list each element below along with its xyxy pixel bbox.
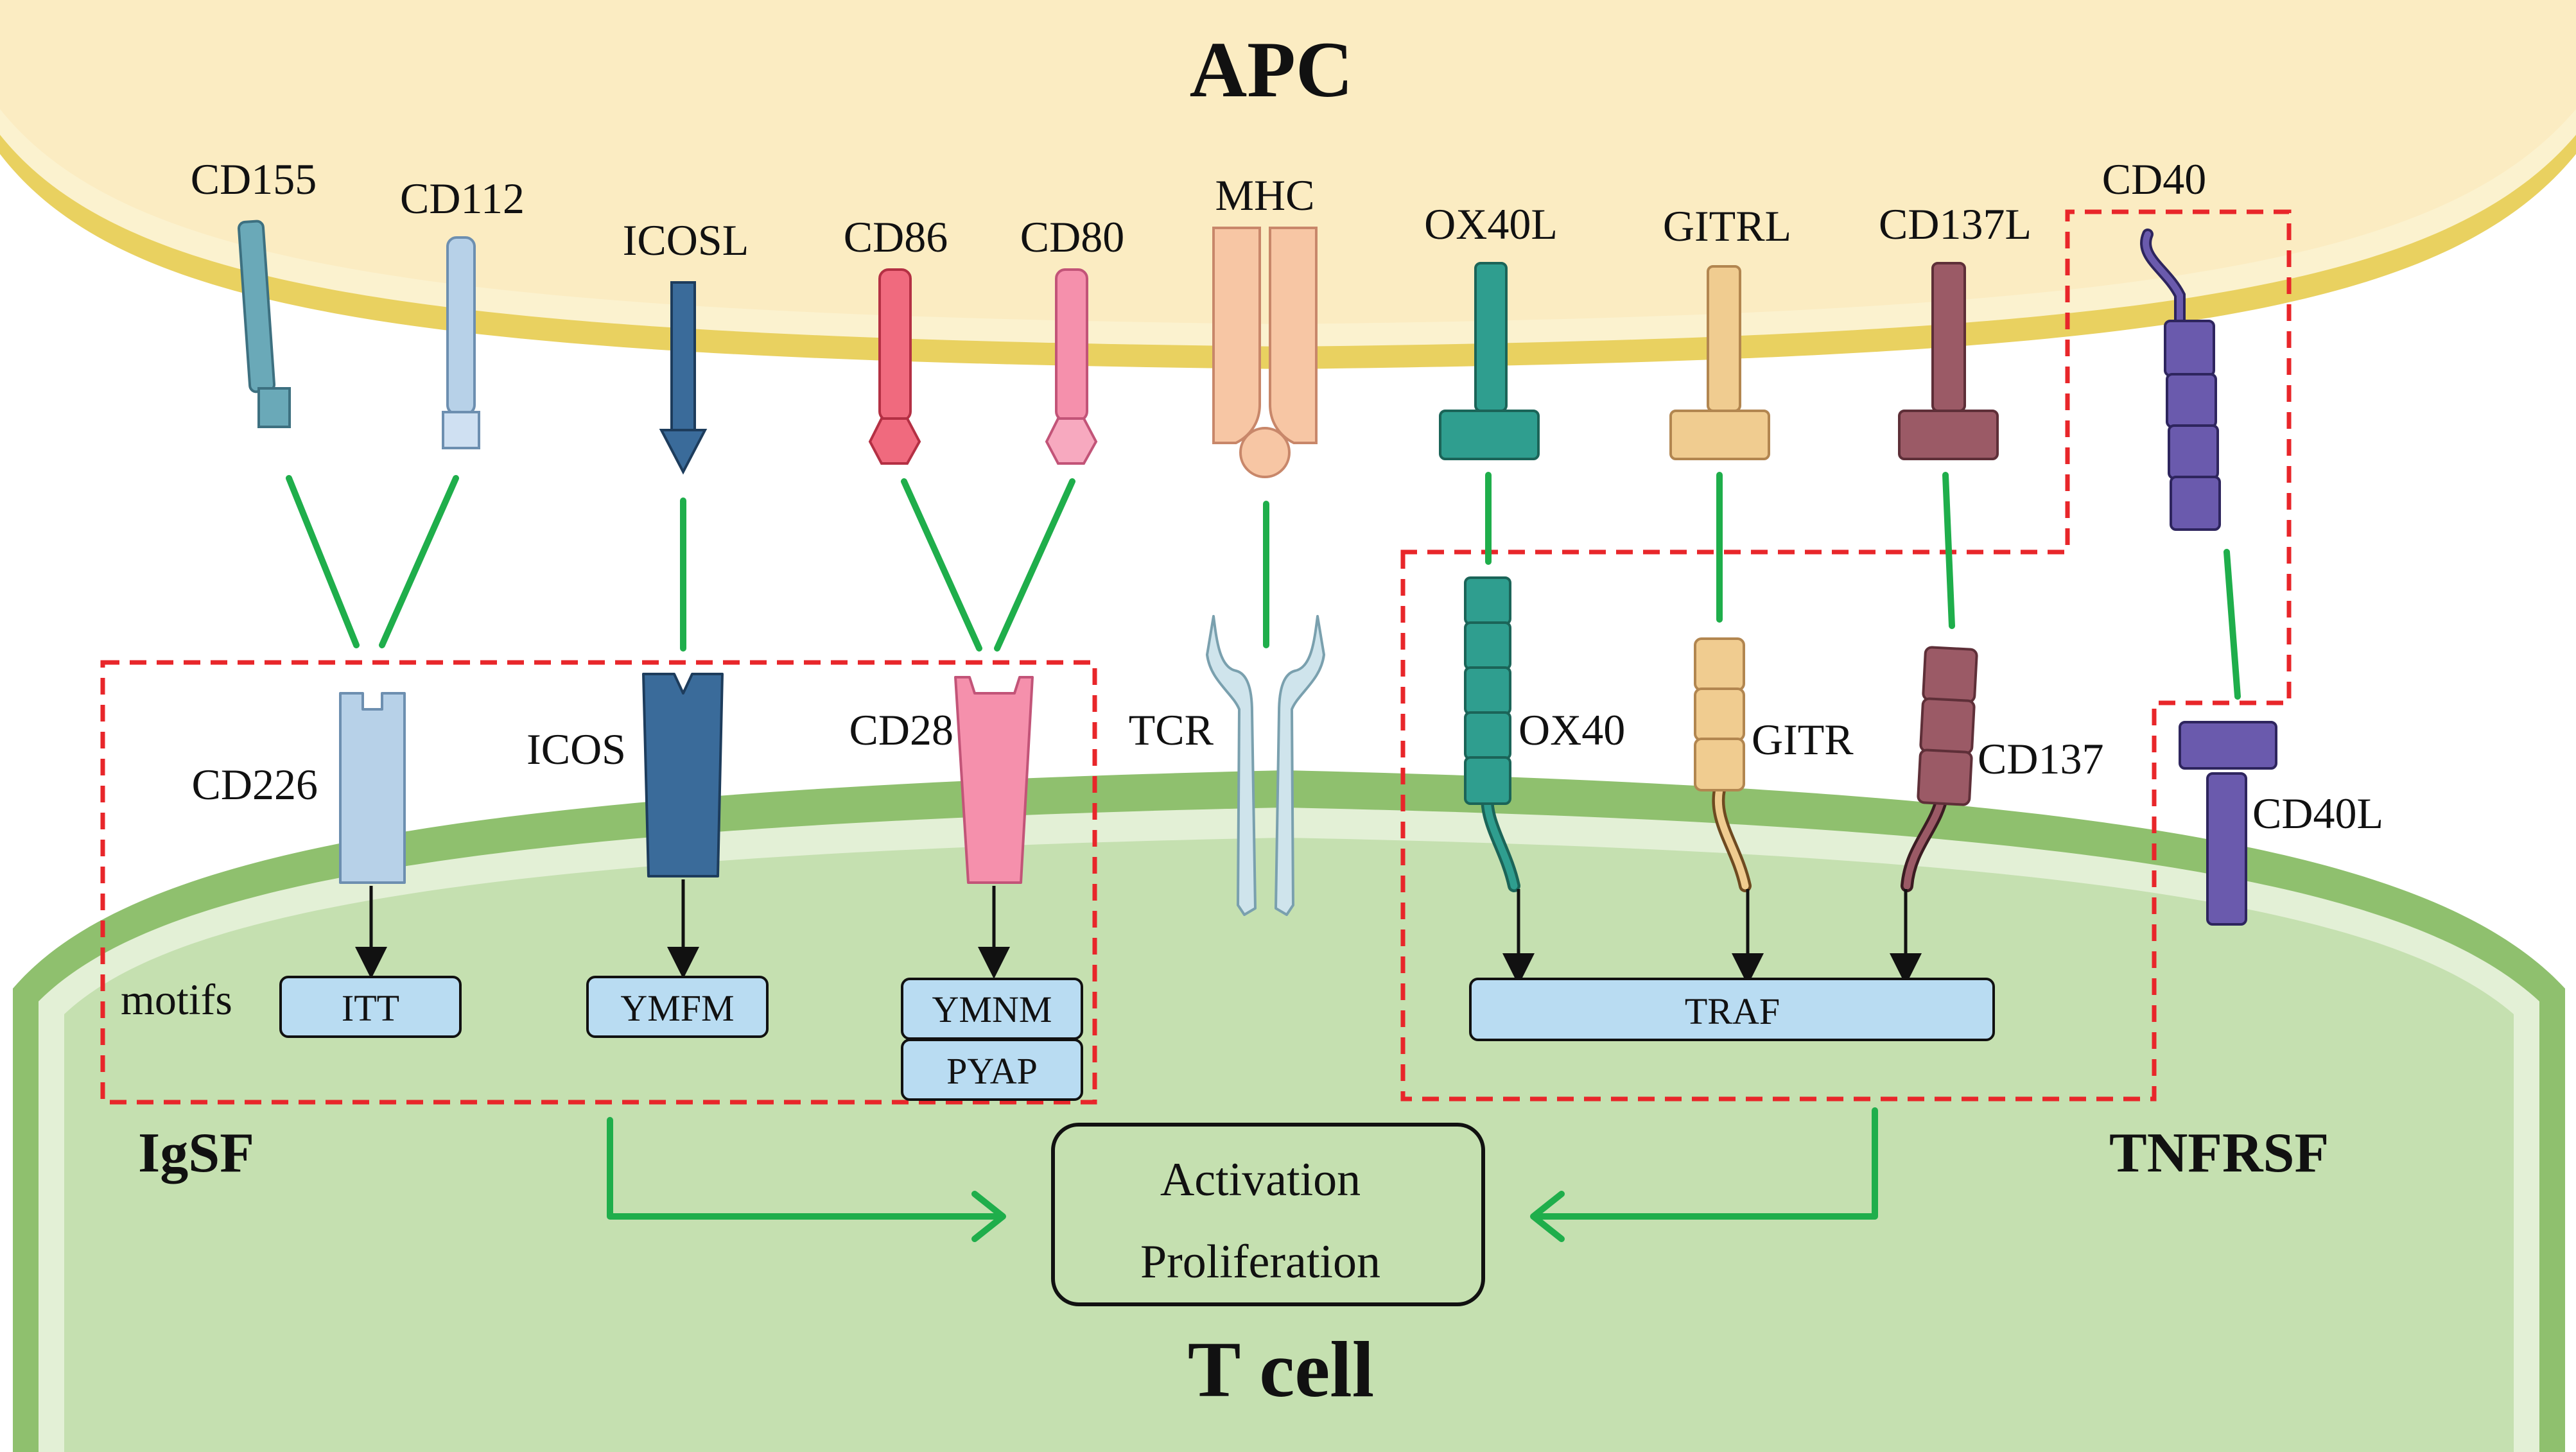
connector-cd40-cd40l bbox=[2224, 549, 2241, 700]
tnfrsf-to-outcome-arrowhead bbox=[1530, 1191, 1565, 1242]
gitrl-ligand bbox=[1669, 265, 1770, 460]
t-cell-title: T cell bbox=[1188, 1326, 1374, 1413]
receptor-label-cd137: CD137 bbox=[1978, 734, 2103, 783]
gitr-receptor bbox=[1694, 637, 1752, 892]
tnfrsf-group-border bbox=[1400, 209, 2292, 1102]
motif-pyap-box: PYAP bbox=[901, 1039, 1083, 1101]
cd28-receptor bbox=[954, 676, 1034, 884]
cd155-ligand bbox=[237, 220, 291, 428]
receptor-label-icos: ICOS bbox=[527, 725, 626, 774]
motif-ymnm-text: YMNM bbox=[932, 989, 1052, 1030]
cd40-ligand bbox=[2140, 229, 2221, 531]
ligand-label-cd112: CD112 bbox=[400, 174, 525, 223]
motif-itt-text: ITT bbox=[342, 987, 399, 1029]
outcome-proliferation: Proliferation bbox=[1140, 1236, 1380, 1288]
ligand-label-ox40l: OX40L bbox=[1424, 200, 1558, 248]
outcome-box: Activation Proliferation bbox=[1051, 1123, 1485, 1306]
tcr-receptor bbox=[1206, 615, 1325, 916]
connector-cd86-cd28 bbox=[901, 478, 982, 652]
ligand-label-mhc: MHC bbox=[1215, 171, 1315, 220]
cd137l-ligand bbox=[1898, 262, 1999, 460]
igsf-group-border bbox=[100, 660, 1097, 1105]
motif-itt-box: ITT bbox=[279, 976, 462, 1038]
tnfrsf-to-outcome-arrow bbox=[1535, 1107, 1878, 1220]
motif-ymfm-text: YMFM bbox=[620, 987, 734, 1029]
ligand-label-cd86: CD86 bbox=[844, 212, 948, 261]
receptor-label-cd226: CD226 bbox=[192, 760, 318, 809]
mhc-ligand bbox=[1212, 227, 1318, 478]
ligand-receptor-connectors bbox=[286, 472, 2241, 700]
motifs-label: motifs bbox=[121, 975, 232, 1024]
motif-traf-box: TRAF bbox=[1469, 978, 1995, 1041]
ligand-label-cd40: CD40 bbox=[2102, 155, 2206, 203]
igsf-label: IgSF bbox=[138, 1122, 254, 1184]
cd80-ligand bbox=[1045, 268, 1098, 465]
apc-title: APC bbox=[1190, 26, 1353, 114]
ligand-label-icosl: ICOSL bbox=[623, 216, 749, 264]
motif-traf-text: TRAF bbox=[1685, 990, 1780, 1032]
motif-ymnm-box: YMNM bbox=[901, 978, 1083, 1040]
tnfrsf-label: TNFRSF bbox=[2109, 1122, 2329, 1184]
ox40l-ligand bbox=[1439, 262, 1540, 460]
cd86-ligand bbox=[868, 268, 921, 465]
connector-cd155-cd226 bbox=[286, 475, 360, 648]
ligand-label-cd80: CD80 bbox=[1020, 212, 1124, 261]
outcome-arrows bbox=[607, 1107, 1878, 1242]
connector-cd137l-cd137 bbox=[1942, 472, 1955, 629]
ox40-receptor bbox=[1464, 576, 1520, 892]
connector-cd80-cd28 bbox=[994, 478, 1075, 652]
cd112-ligand bbox=[442, 236, 480, 449]
igsf-to-outcome-arrow bbox=[607, 1117, 1002, 1220]
outcome-activation: Activation bbox=[1160, 1154, 1361, 1206]
cd40l-receptor bbox=[2179, 721, 2277, 926]
receptor-label-gitr: GITR bbox=[1752, 715, 1854, 764]
motif-ymfm-box: YMFM bbox=[586, 976, 769, 1038]
apc-cytoplasm bbox=[0, 0, 2576, 324]
motif-pyap-text: PYAP bbox=[946, 1050, 1038, 1092]
ligand-label-cd155: CD155 bbox=[191, 155, 317, 203]
icos-receptor bbox=[642, 673, 724, 877]
ligand-label-gitrl: GITRL bbox=[1663, 202, 1791, 250]
receptor-label-tcr: TCR bbox=[1129, 705, 1214, 754]
cd226-receptor bbox=[339, 692, 406, 884]
cd137-receptor bbox=[1901, 646, 1978, 892]
ligand-label-cd137l: CD137L bbox=[1879, 200, 2032, 248]
receptor-label-ox40: OX40 bbox=[1519, 705, 1625, 754]
icosl-ligand bbox=[659, 281, 708, 475]
signaling-arrows bbox=[355, 879, 1922, 985]
igsf-to-outcome-arrowhead bbox=[971, 1191, 1006, 1242]
receptor-label-cd28: CD28 bbox=[849, 705, 953, 754]
connector-cd112-cd226 bbox=[379, 475, 459, 648]
receptor-label-cd40l: CD40L bbox=[2252, 789, 2383, 838]
